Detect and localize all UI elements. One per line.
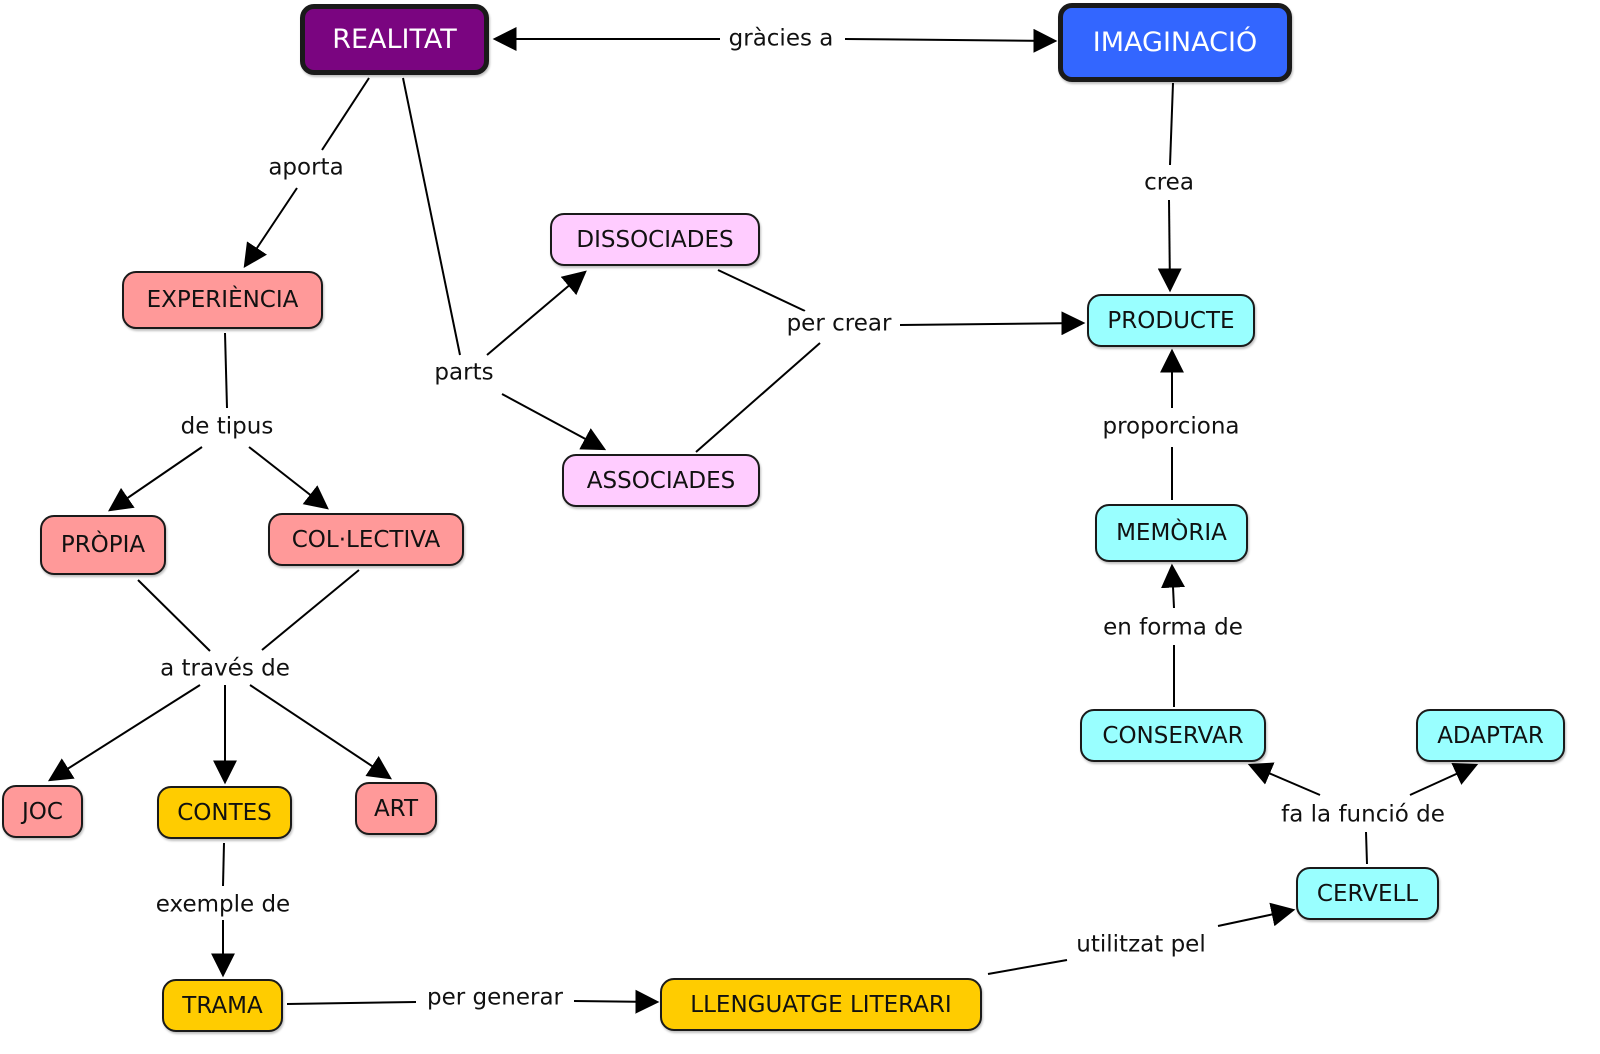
edge-pergenerar-llenguatge [573, 989, 660, 1014]
concept-realitat[interactable]: REALITAT [300, 4, 489, 75]
concept-conservar[interactable]: CONSERVAR [1080, 709, 1266, 762]
concept-dissociades[interactable]: DISSOCIADES [550, 213, 760, 266]
edge-detipus-collectiva [248, 446, 329, 510]
edge-crea-producte [1157, 199, 1182, 293]
concept-contes[interactable]: CONTES [157, 786, 292, 839]
edge-cervell-funcio [1365, 831, 1368, 865]
edge-propia-atraves [137, 579, 211, 652]
edge-llenguatge-utilitzat [987, 959, 1068, 975]
link-a-traves-de[interactable]: a través de [154, 656, 296, 682]
link-aporta[interactable]: aporta [262, 155, 350, 181]
edge-funcio-conservar [1247, 762, 1321, 796]
concept-llenguatge-literari[interactable]: LLENGUATGE LITERARI [660, 978, 982, 1031]
edge-dissociades-percrear [717, 269, 806, 312]
concept-memoria[interactable]: MEMÒRIA [1095, 504, 1248, 562]
concept-associades[interactable]: ASSOCIADES [562, 454, 760, 507]
edge-imaginacio-crea [1169, 82, 1174, 166]
edge-atraves-joc [47, 684, 201, 782]
link-proporciona[interactable]: proporciona [1096, 414, 1246, 440]
edge-contes-exemple [222, 842, 225, 887]
link-exemple-de[interactable]: exemple de [149, 892, 297, 918]
concept-trama[interactable]: TRAMA [162, 979, 283, 1032]
concept-joc[interactable]: JOC [2, 785, 83, 838]
edge-utilitzat-cervell [1217, 902, 1296, 927]
concept-col-lectiva[interactable]: COL·LECTIVA [268, 513, 464, 566]
link-crea[interactable]: crea [1138, 170, 1200, 196]
edge-gracies-imaginacio [844, 28, 1058, 53]
edge-realitat-aporta [321, 77, 370, 151]
link-fa-la-funcio-de[interactable]: fa la funció de [1275, 802, 1451, 828]
link-per-crear[interactable]: per crear [780, 311, 898, 337]
edge-parts-associades [501, 393, 607, 451]
edge-experiencia-detipus [224, 332, 228, 409]
concept-experiencia[interactable]: EXPERIÈNCIA [122, 271, 323, 329]
edge-funcio-adaptar [1409, 763, 1479, 796]
edge-enformade-memoria [1161, 563, 1186, 609]
concept-imaginacio[interactable]: IMAGINACIÓ [1058, 3, 1292, 82]
concept-cervell[interactable]: CERVELL [1296, 867, 1439, 920]
link-de-tipus[interactable]: de tipus [174, 414, 280, 440]
edge-percrear-producte [899, 311, 1086, 336]
link-utilitzat-pel[interactable]: utilitzat pel [1070, 932, 1212, 958]
edge-realitat-parts [402, 77, 461, 356]
link-parts[interactable]: parts [428, 360, 500, 386]
edge-aporta-experiencia [243, 187, 298, 268]
concept-producte[interactable]: PRODUCTE [1087, 294, 1255, 347]
concept-adaptar[interactable]: ADAPTAR [1416, 709, 1565, 762]
edge-collectiva-atraves [261, 569, 360, 651]
edge-detipus-propia [108, 446, 203, 512]
concept-art[interactable]: ART [355, 782, 437, 835]
edge-atraves-art [249, 684, 392, 780]
link-gracies-a[interactable]: gràcies a [722, 26, 840, 52]
edge-associades-percrear [695, 342, 821, 453]
link-en-forma-de[interactable]: en forma de [1097, 615, 1249, 641]
link-per-generar[interactable]: per generar [420, 985, 570, 1011]
concept-propia[interactable]: PRÒPIA [40, 515, 166, 575]
edge-parts-dissociades [486, 270, 587, 356]
edge-trama-pergenerar [286, 1001, 417, 1005]
